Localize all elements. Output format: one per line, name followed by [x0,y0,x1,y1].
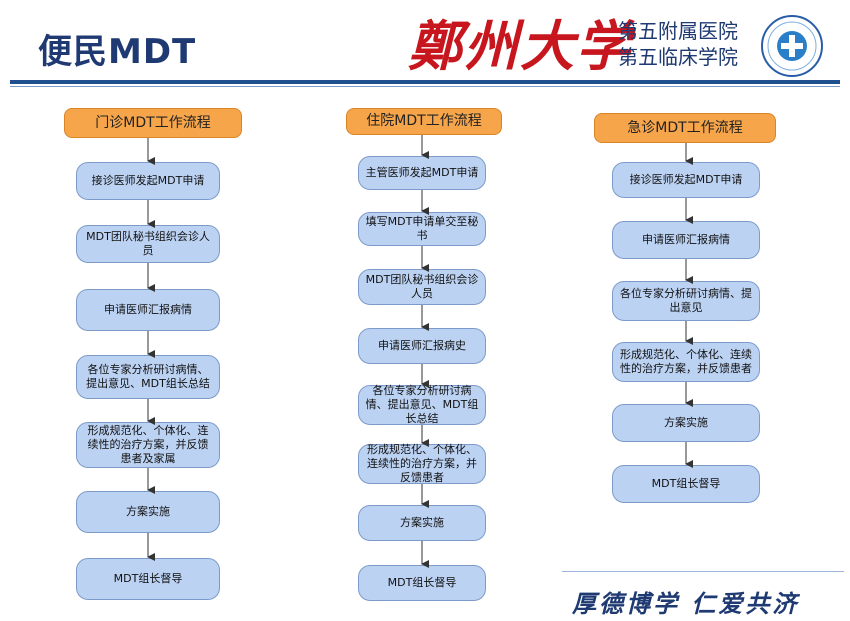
inpatient-step-8: MDT组长督导 [358,565,486,601]
emergency-step-1: 接诊医师发起MDT申请 [612,162,760,198]
inpatient-step-1: 主管医师发起MDT申请 [358,156,486,190]
hospital-name-line-1: 第五附属医院 [618,19,738,43]
inpatient-flow-title: 住院MDT工作流程 [346,108,502,135]
outpatient-step-2: MDT团队秘书组织会诊人员 [76,225,220,263]
hospital-name-line-2: 第五临床学院 [618,45,738,69]
outpatient-step-7: MDT组长督导 [76,558,220,600]
slogan: 厚德博学 仁爱共济 [572,589,800,618]
inpatient-step-3: MDT团队秘书组织会诊人员 [358,269,486,305]
university-logotype: 鄭州大学 [408,14,632,78]
outpatient-step-5: 形成规范化、个体化、连续性的治疗方案，并反馈患者及家属 [76,422,220,468]
outpatient-step-3: 申请医师汇报病情 [76,289,220,331]
emergency-step-6: MDT组长督导 [612,465,760,503]
inpatient-step-2: 填写MDT申请单交至秘书 [358,212,486,246]
outpatient-step-4: 各位专家分析研讨病情、提出意见、MDT组长总结 [76,355,220,399]
header-divider-thin [10,86,840,87]
emergency-step-2: 申请医师汇报病情 [612,221,760,259]
inpatient-step-5: 各位专家分析研讨病情、提出意见、MDT组长总结 [358,384,486,425]
inpatient-step-7: 方案实施 [358,505,486,541]
slogan-divider [562,571,844,572]
outpatient-flow-title: 门诊MDT工作流程 [64,108,242,138]
emergency-flow-title: 急诊MDT工作流程 [594,113,776,143]
inpatient-step-6: 形成规范化、个体化、连续性的治疗方案，并反馈患者 [358,443,486,484]
emergency-step-5: 方案实施 [612,404,760,442]
header-divider [10,80,840,84]
inpatient-step-4: 申请医师汇报病史 [358,328,486,364]
hospital-name: 第五附属医院 第五临床学院 [618,18,738,70]
hospital-emblem-icon [761,15,823,77]
page-title: 便民MDT [38,32,197,72]
outpatient-step-1: 接诊医师发起MDT申请 [76,162,220,200]
emergency-step-4: 形成规范化、个体化、连续性的治疗方案，并反馈患者 [612,342,760,382]
outpatient-step-6: 方案实施 [76,491,220,533]
emergency-step-3: 各位专家分析研讨病情、提出意见 [612,281,760,321]
